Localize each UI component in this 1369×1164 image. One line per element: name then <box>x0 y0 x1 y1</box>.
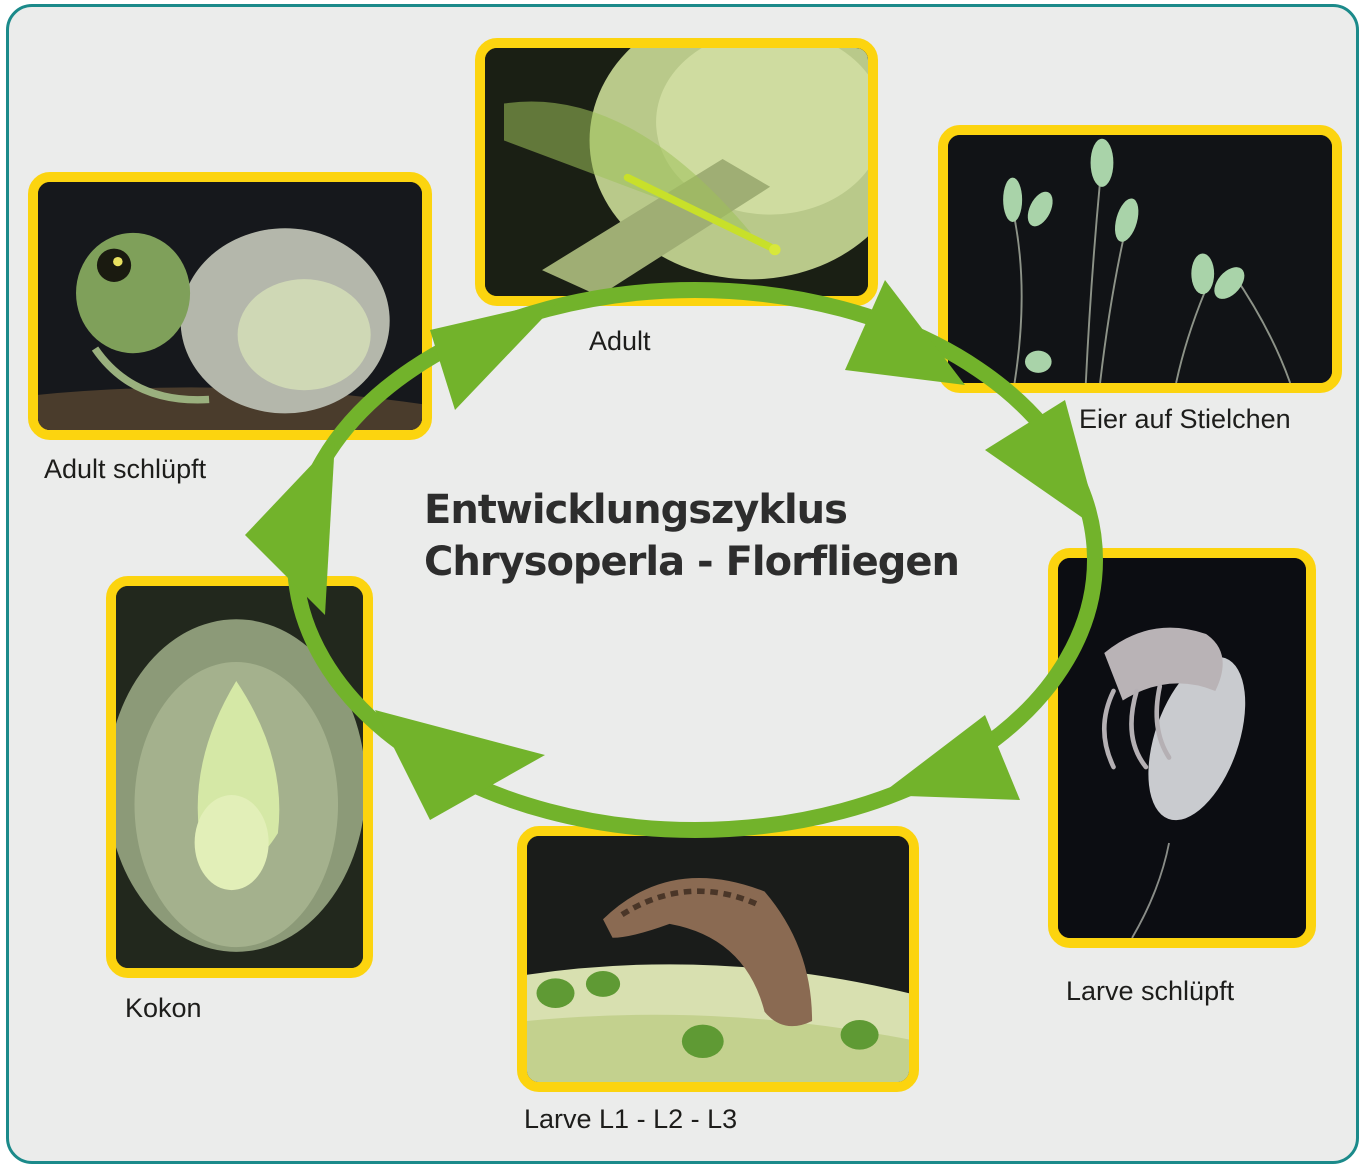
photo-adult <box>475 38 878 306</box>
title-line-1: Entwicklungszyklus <box>424 484 959 536</box>
lacewing-adult-image <box>485 48 868 296</box>
photo-cocoon <box>106 576 373 978</box>
photo-larva-hatching <box>1048 548 1316 948</box>
photo-eggs <box>938 125 1342 393</box>
diagram-title: Entwicklungszyklus Chrysoperla - Florfli… <box>424 484 959 588</box>
label-larva: Larve L1 - L2 - L3 <box>524 1104 737 1135</box>
eggs-on-stalks-image <box>948 135 1332 383</box>
label-larva-hatching: Larve schlüpft <box>1066 976 1234 1007</box>
label-eggs: Eier auf Stielchen <box>1079 404 1291 435</box>
photo-larva <box>517 826 919 1092</box>
hatching-larva-image <box>1058 558 1306 938</box>
label-cocoon: Kokon <box>125 993 202 1024</box>
label-adult-emerging: Adult schlüpft <box>44 454 206 485</box>
cocoon-image <box>116 586 363 968</box>
photo-adult-emerging <box>28 172 432 440</box>
emerging-adult-image <box>38 182 422 430</box>
larva-on-leaf-image <box>527 836 909 1082</box>
label-adult: Adult <box>589 326 651 357</box>
title-line-2: Chrysoperla - Florfliegen <box>424 536 959 588</box>
